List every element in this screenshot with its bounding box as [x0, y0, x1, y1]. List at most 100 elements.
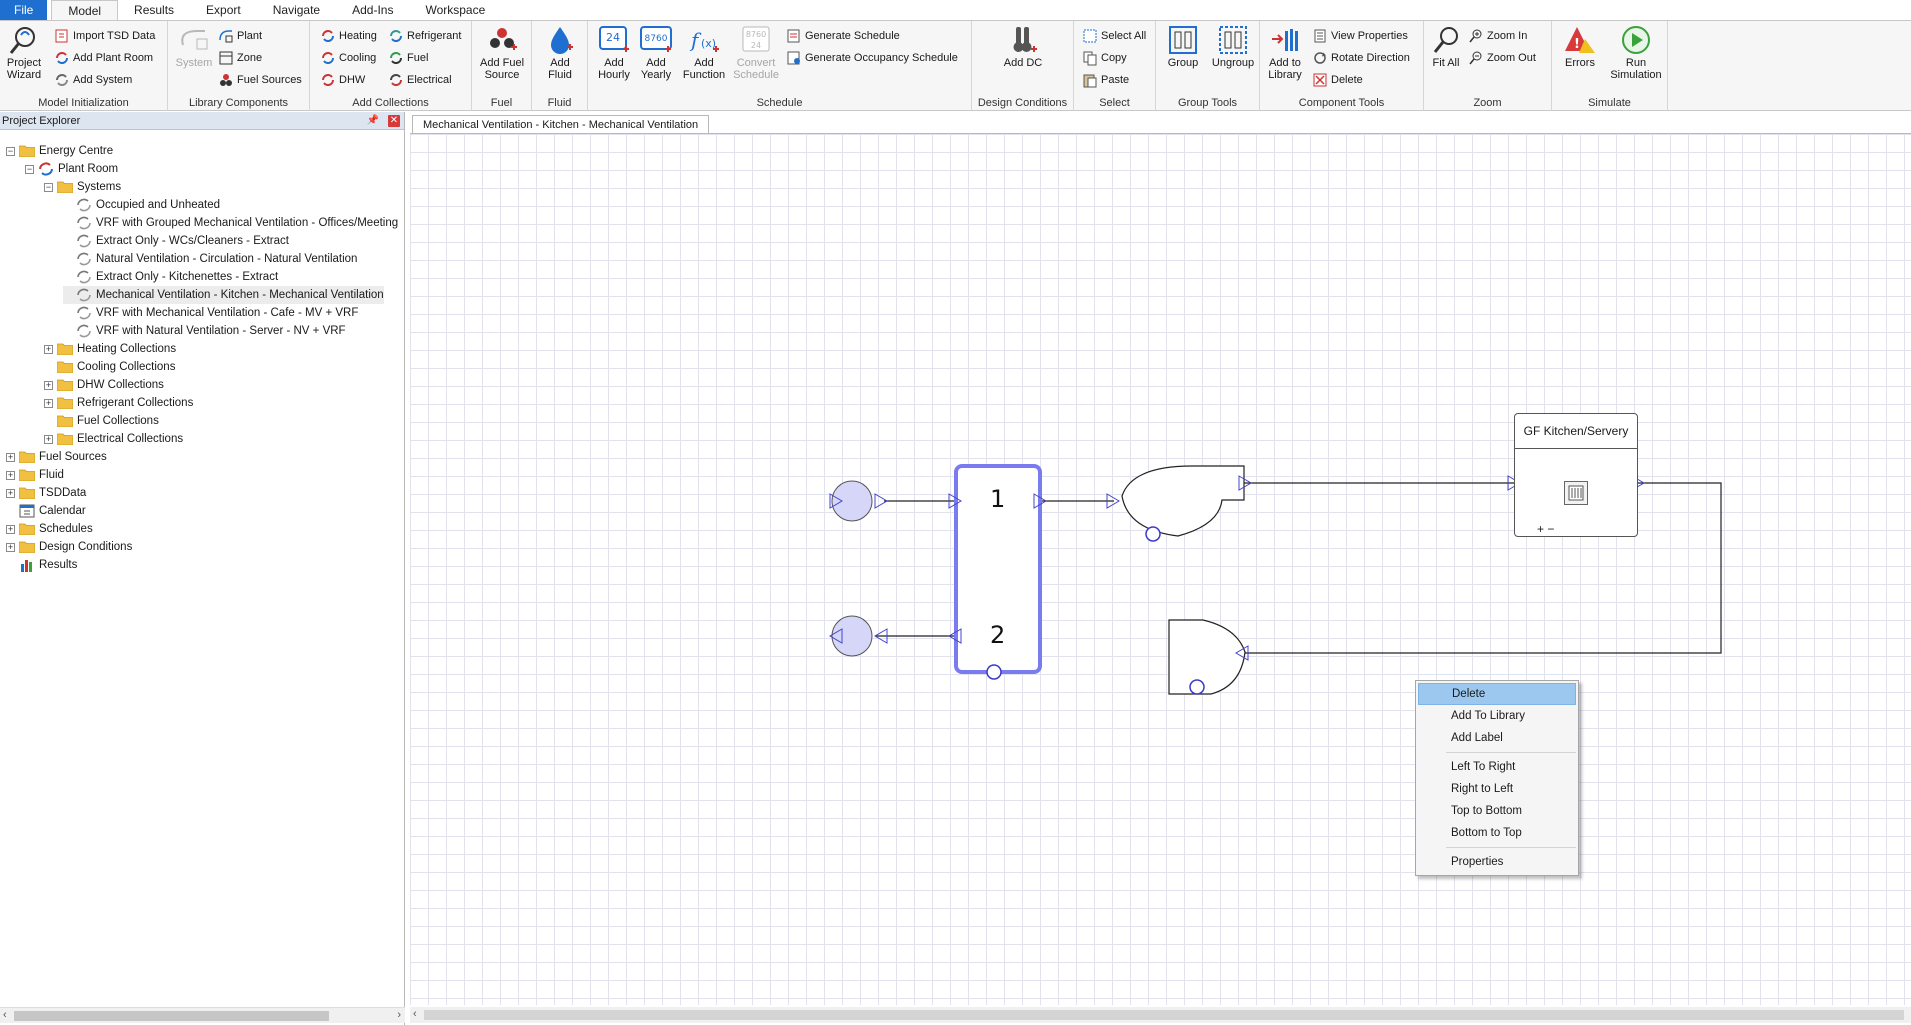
- add-system-button[interactable]: Add System: [54, 71, 132, 89]
- tree-item[interactable]: Extract Only - Kitchenettes - Extract: [63, 268, 278, 286]
- delete-button[interactable]: Delete: [1312, 71, 1363, 89]
- menu-tab-workspace[interactable]: Workspace: [425, 3, 486, 17]
- document-tab[interactable]: Mechanical Ventilation - Kitchen - Mecha…: [412, 115, 710, 133]
- heating-collection-button[interactable]: Heating: [320, 27, 377, 45]
- collapse-icon[interactable]: −: [6, 145, 15, 156]
- context-menu-add-to-library[interactable]: Add To Library: [1451, 710, 1525, 722]
- view-properties-button[interactable]: View Properties: [1312, 27, 1408, 45]
- refrigerant-collection-button[interactable]: Refrigerant: [388, 27, 461, 45]
- expand-icon[interactable]: +: [44, 433, 53, 444]
- tree-item[interactable]: Results: [6, 556, 77, 574]
- expand-icon[interactable]: +: [6, 451, 15, 462]
- group-button[interactable]: Group: [1160, 25, 1206, 69]
- extract-fan-component[interactable]: [1168, 619, 1246, 695]
- plant-button[interactable]: Plant: [218, 27, 262, 45]
- ungroup-button[interactable]: Ungroup: [1208, 25, 1258, 69]
- pin-icon[interactable]: 📌: [366, 115, 380, 126]
- tree-item[interactable]: +DHW Collections: [44, 376, 164, 394]
- tree-item[interactable]: +TSDData: [6, 484, 86, 502]
- system-diagram-canvas[interactable]: 1 2 GF Kitchen/Servery + − Delete Add To…: [410, 133, 1911, 1005]
- zone-expand-controls[interactable]: + −: [1537, 522, 1555, 536]
- context-menu-right-to-left[interactable]: Right to Left: [1451, 783, 1514, 795]
- tree-item[interactable]: Extract Only - WCs/Cleaners - Extract: [63, 232, 289, 250]
- paste-button[interactable]: Paste: [1082, 71, 1129, 89]
- expand-icon[interactable]: +: [6, 487, 15, 498]
- scroll-left-arrow-icon[interactable]: ‹: [3, 1009, 7, 1021]
- tree-item[interactable]: −Systems: [44, 178, 121, 196]
- generate-occupancy-button[interactable]: Generate Occupancy Schedule: [786, 49, 958, 67]
- tree-item[interactable]: −Plant Room: [25, 160, 118, 178]
- tree-item[interactable]: +Schedules: [6, 520, 93, 538]
- fuel-sources-button[interactable]: Fuel Sources: [218, 71, 302, 89]
- zoom-in-button[interactable]: Zoom In: [1468, 27, 1527, 45]
- add-dc-button[interactable]: Add DC: [1002, 25, 1044, 69]
- tree-item[interactable]: +Design Conditions: [6, 538, 132, 556]
- canvas-scroll-thumb[interactable]: [424, 1010, 1904, 1020]
- add-yearly-button[interactable]: 8760 Add Yearly: [636, 25, 676, 81]
- menu-tab-export[interactable]: Export: [206, 3, 241, 17]
- explorer-scroll-thumb[interactable]: [14, 1011, 329, 1021]
- generate-schedule-button[interactable]: Generate Schedule: [786, 27, 900, 45]
- zone-button[interactable]: Zone: [218, 49, 262, 67]
- expand-icon[interactable]: +: [6, 523, 15, 534]
- menu-tab-add-ins[interactable]: Add-Ins: [352, 3, 394, 17]
- canvas-scroll-left-icon[interactable]: ‹: [413, 1008, 417, 1020]
- tree-item[interactable]: VRF with Natural Ventilation - Server - …: [63, 322, 346, 340]
- tree-item[interactable]: VRF with Grouped Mechanical Ventilation …: [63, 214, 398, 232]
- add-hourly-button[interactable]: 24 Add Hourly: [596, 25, 632, 81]
- control-port-node[interactable]: [986, 664, 1002, 680]
- tree-item[interactable]: +Fluid: [6, 466, 64, 484]
- project-wizard-button[interactable]: Project Wizard: [2, 25, 46, 81]
- tree-item[interactable]: +Fuel Sources: [6, 448, 107, 466]
- tree-item[interactable]: Calendar: [6, 502, 86, 520]
- collapse-icon[interactable]: −: [25, 163, 34, 174]
- expand-icon[interactable]: +: [44, 379, 53, 390]
- tree-item[interactable]: +Electrical Collections: [44, 430, 183, 448]
- control-port-node[interactable]: [1189, 679, 1205, 695]
- air-source-node[interactable]: [831, 480, 873, 522]
- expand-icon[interactable]: +: [44, 343, 53, 354]
- add-fuel-source-button[interactable]: Add Fuel Source: [476, 25, 528, 81]
- context-menu-top-to-bottom[interactable]: Top to Bottom: [1451, 805, 1522, 817]
- air-sink-node[interactable]: [831, 615, 873, 657]
- explorer-horizontal-scrollbar[interactable]: ‹ ›: [0, 1007, 405, 1023]
- tree-item[interactable]: Fuel Collections: [44, 412, 159, 430]
- tree-item[interactable]: Mechanical Ventilation - Kitchen - Mecha…: [63, 286, 384, 304]
- expand-icon[interactable]: +: [44, 397, 53, 408]
- context-menu-left-to-right[interactable]: Left To Right: [1451, 761, 1516, 773]
- collapse-icon[interactable]: −: [44, 181, 53, 192]
- control-port-node[interactable]: [1145, 526, 1161, 542]
- close-icon[interactable]: ✕: [388, 115, 400, 127]
- select-all-button[interactable]: Select All: [1082, 27, 1146, 45]
- fit-all-button[interactable]: Fit All: [1430, 25, 1462, 69]
- add-to-library-button[interactable]: Add to Library: [1264, 25, 1306, 81]
- add-plant-room-button[interactable]: Add Plant Room: [54, 49, 153, 67]
- add-fluid-button[interactable]: Add Fluid: [538, 25, 582, 81]
- supply-fan-component[interactable]: [1121, 465, 1245, 537]
- tree-item[interactable]: Occupied and Unheated: [63, 196, 220, 214]
- expand-icon[interactable]: +: [6, 541, 15, 552]
- canvas-horizontal-scrollbar[interactable]: ‹: [410, 1007, 1911, 1023]
- add-function-button[interactable]: f(x) Add Function: [680, 25, 728, 81]
- tree-item[interactable]: Cooling Collections: [44, 358, 175, 376]
- cooling-collection-button[interactable]: Cooling: [320, 49, 376, 67]
- errors-button[interactable]: ! Errors: [1558, 25, 1602, 69]
- fuel-collection-button[interactable]: Fuel: [388, 49, 428, 67]
- run-simulation-button[interactable]: Run Simulation: [1606, 25, 1666, 81]
- zoom-out-button[interactable]: Zoom Out: [1468, 49, 1536, 67]
- tree-item[interactable]: +Heating Collections: [44, 340, 176, 358]
- connection-line[interactable]: [1244, 482, 1722, 654]
- tree-item[interactable]: +Refrigerant Collections: [44, 394, 193, 412]
- copy-button[interactable]: Copy: [1082, 49, 1127, 67]
- tree-item[interactable]: VRF with Mechanical Ventilation - Cafe -…: [63, 304, 358, 322]
- import-tsd-button[interactable]: Import TSD Data: [54, 27, 155, 45]
- tree-item[interactable]: Natural Ventilation - Circulation - Natu…: [63, 250, 357, 268]
- electrical-collection-button[interactable]: Electrical: [388, 71, 452, 89]
- context-menu-delete[interactable]: Delete: [1418, 683, 1576, 705]
- menu-tab-file[interactable]: File: [0, 0, 48, 20]
- context-menu-add-label[interactable]: Add Label: [1451, 732, 1503, 744]
- menu-tab-navigate[interactable]: Navigate: [272, 3, 321, 17]
- menu-tab-results[interactable]: Results: [134, 3, 175, 17]
- scroll-right-arrow-icon[interactable]: ›: [397, 1009, 401, 1021]
- zone-component[interactable]: GF Kitchen/Servery + −: [1514, 413, 1638, 537]
